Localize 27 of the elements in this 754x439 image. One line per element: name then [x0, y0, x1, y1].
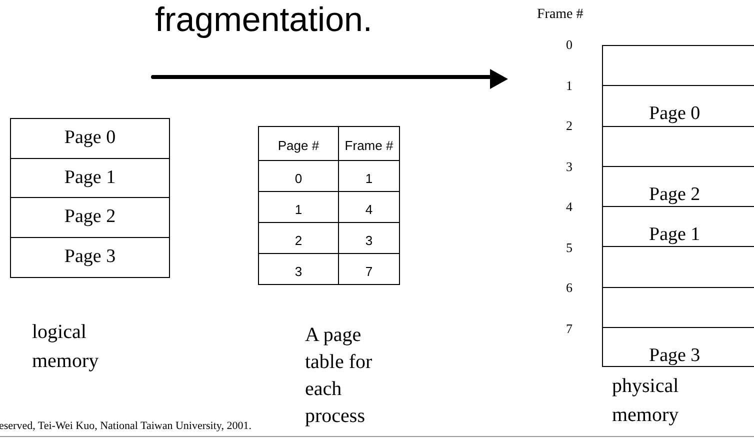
memory-box: [602, 45, 754, 367]
title: fragmentation.: [155, 0, 372, 40]
memory-box: [10, 118, 170, 278]
frame-number: 7: [566, 320, 572, 336]
frame-number: 6: [566, 280, 572, 296]
page-label: Page 0: [63, 127, 117, 149]
header-cell: Page #: [258, 126, 339, 161]
page-label: Page 2: [63, 206, 117, 228]
frame-number: 1: [566, 78, 572, 94]
page-label: Page 0: [649, 103, 700, 126]
frame-number: 5: [566, 240, 572, 256]
page-label: Page 1: [649, 224, 700, 246]
frame-number: 0: [566, 37, 572, 53]
frame-number: 2: [566, 118, 572, 134]
memory-label: logical memory: [32, 320, 100, 374]
memory-label: physical memory: [612, 374, 680, 428]
header-cell: Frame #: [338, 126, 400, 161]
frame-number: 3: [566, 158, 572, 174]
page-label: Page 3: [649, 344, 700, 367]
table-cell: 7: [338, 253, 400, 285]
table-cell: 3: [258, 253, 339, 285]
page-label: Page 2: [649, 184, 700, 206]
caption: A page table for each process: [305, 323, 374, 429]
page-label: Page 1: [63, 166, 117, 188]
axis-title: Frame #: [537, 7, 584, 23]
frame-number: 4: [566, 199, 572, 215]
page-label: Page 3: [63, 246, 117, 268]
